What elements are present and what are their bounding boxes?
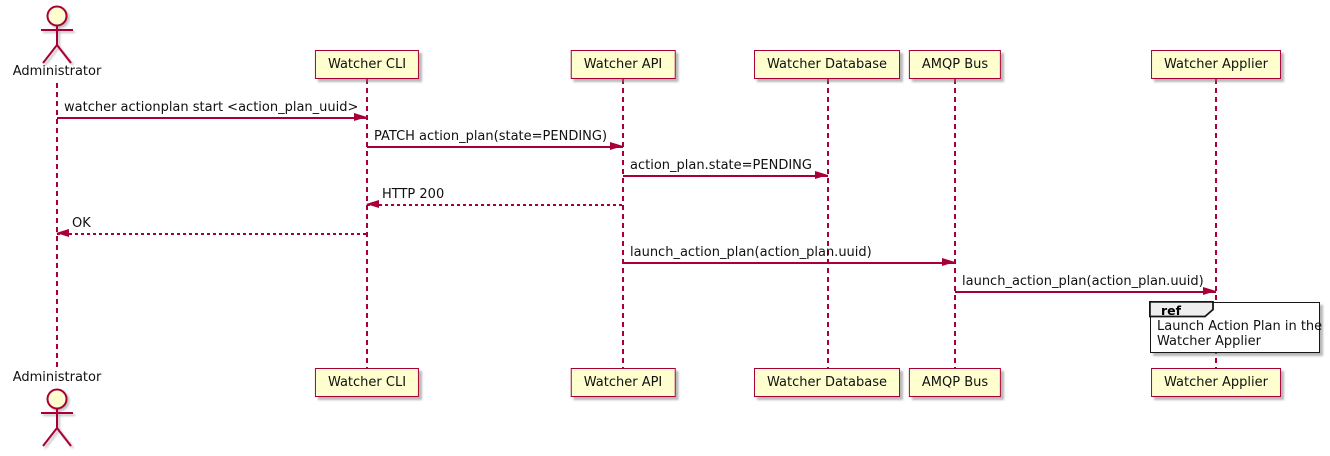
message-line-dashed bbox=[367, 204, 623, 206]
message-line bbox=[623, 262, 955, 264]
message-label: watcher actionplan start <action_plan_uu… bbox=[64, 100, 359, 115]
ref-fragment: ref Launch Action Plan in the Watcher Ap… bbox=[1149, 301, 1322, 353]
message-line bbox=[623, 175, 828, 177]
participant-watcher-api-bottom: Watcher API bbox=[570, 368, 676, 397]
participant-watcher-cli-bottom: Watcher CLI bbox=[314, 368, 420, 397]
arrowhead-right-icon bbox=[354, 113, 367, 121]
actor-name-top: Administrator bbox=[12, 64, 102, 79]
actor-name-bottom: Administrator bbox=[12, 370, 102, 385]
ref-tab-icon bbox=[1149, 301, 1215, 318]
lifeline-watcher-database bbox=[827, 79, 829, 368]
lifeline-amqp-bus bbox=[954, 79, 956, 368]
message-label: launch_action_plan(action_plan.uuid) bbox=[962, 274, 1204, 289]
ref-text-line-2: Watcher Applier bbox=[1157, 334, 1261, 349]
ref-text: Launch Action Plan in the Watcher Applie… bbox=[1157, 319, 1322, 349]
participant-watcher-applier-bottom: Watcher Applier bbox=[1151, 368, 1281, 397]
message-line-dashed bbox=[57, 233, 367, 235]
actor-icon bbox=[41, 5, 73, 64]
participant-watcher-applier-top: Watcher Applier bbox=[1151, 50, 1281, 79]
message-line bbox=[367, 146, 623, 148]
lifeline-administrator bbox=[56, 83, 58, 368]
participant-watcher-database-top: Watcher Database bbox=[754, 50, 900, 79]
message-label: action_plan.state=PENDING bbox=[630, 158, 812, 173]
participant-amqp-bus-top: AMQP Bus bbox=[908, 50, 1002, 79]
arrowhead-right-icon bbox=[610, 142, 623, 150]
message-line bbox=[57, 117, 367, 119]
participant-amqp-bus-bottom: AMQP Bus bbox=[908, 368, 1002, 397]
participant-watcher-cli-top: Watcher CLI bbox=[314, 50, 420, 79]
arrowhead-right-icon bbox=[942, 258, 955, 266]
message-label: HTTP 200 bbox=[382, 187, 445, 202]
message-line bbox=[955, 291, 1216, 293]
ref-keyword: ref bbox=[1161, 303, 1182, 318]
lifeline-watcher-applier bbox=[1215, 79, 1217, 368]
actor-icon bbox=[41, 388, 73, 447]
participant-watcher-database-bottom: Watcher Database bbox=[754, 368, 900, 397]
lifeline-watcher-cli bbox=[366, 79, 368, 368]
message-label: PATCH action_plan(state=PENDING) bbox=[374, 129, 608, 144]
arrowhead-left-icon bbox=[56, 229, 69, 237]
arrowhead-right-icon bbox=[815, 171, 828, 179]
message-label: launch_action_plan(action_plan.uuid) bbox=[630, 245, 872, 260]
lifeline-watcher-api bbox=[622, 79, 624, 368]
ref-text-line-1: Launch Action Plan in the bbox=[1157, 319, 1323, 334]
message-label: OK bbox=[72, 216, 91, 231]
arrowhead-right-icon bbox=[1203, 287, 1216, 295]
participant-watcher-api-top: Watcher API bbox=[570, 50, 676, 79]
arrowhead-left-icon bbox=[366, 200, 379, 208]
